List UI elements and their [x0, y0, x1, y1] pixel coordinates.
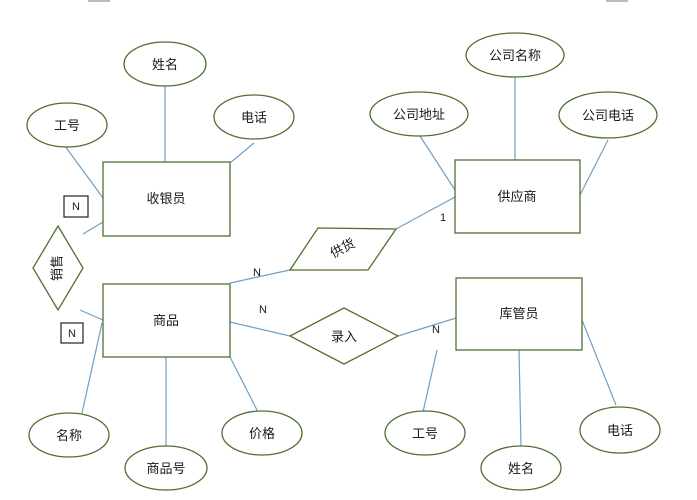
entity-supplier: 供应商 — [454, 159, 581, 234]
card-supply-goods: N — [253, 267, 261, 279]
entity-supplier-label: 供应商 — [497, 189, 536, 205]
attr-cashier-id: 工号 — [26, 102, 108, 148]
card-sell-cashier-label: N — [72, 201, 80, 213]
rel-sell-label: 销售 — [50, 255, 66, 281]
attr-supplier-phone-label: 公司电话 — [582, 109, 634, 124]
attr-cashier-name: 姓名 — [123, 41, 207, 87]
edge-supply-supplier — [395, 196, 456, 230]
edge-supplier-address — [419, 135, 456, 191]
attr-cashier-phone: 电话 — [213, 94, 295, 140]
edge-cashier-id — [64, 145, 104, 199]
edge-goods-name — [81, 322, 103, 414]
attr-keeper-id-label: 工号 — [412, 427, 438, 442]
attr-keeper-phone-label: 电话 — [607, 424, 633, 439]
edge-supply-goods — [229, 269, 291, 284]
attr-supplier-address: 公司地址 — [369, 91, 469, 137]
attr-goods-name: 名称 — [28, 412, 110, 458]
edge-keeper-phone — [581, 319, 617, 406]
entity-warehouse-keeper-label: 库管员 — [499, 306, 538, 322]
attr-goods-price: 价格 — [221, 410, 303, 456]
attr-cashier-name-label: 姓名 — [152, 57, 178, 73]
rel-supply: 供货 — [288, 227, 398, 271]
edge-keeper-name — [518, 349, 522, 448]
edge-keeper-id — [422, 349, 438, 413]
attr-goods-price-label: 价格 — [249, 426, 275, 442]
attr-keeper-phone: 电话 — [579, 406, 661, 454]
attr-supplier-name-label: 公司名称 — [489, 48, 541, 64]
attr-keeper-name-label: 姓名 — [508, 461, 534, 477]
connectors — [64, 76, 617, 448]
card-sell-goods-label: N — [68, 328, 76, 340]
entity-goods: 商品 — [102, 283, 231, 358]
card-sell-cashier: N — [63, 195, 89, 218]
attr-supplier-phone: 公司电话 — [558, 91, 658, 139]
attr-keeper-name: 姓名 — [480, 445, 562, 491]
entity-cashier: 收银员 — [102, 161, 231, 237]
edge-record-keeper — [397, 317, 457, 337]
card-sell-goods: N — [60, 322, 84, 344]
attr-goods-no-label: 商品号 — [146, 462, 185, 477]
edge-record-goods — [229, 321, 291, 337]
entity-warehouse-keeper: 库管员 — [455, 277, 583, 351]
rel-record: 录入 — [288, 307, 400, 365]
attr-goods-name-label: 名称 — [56, 428, 82, 444]
edge-sell-goods — [79, 309, 104, 321]
edge-supplier-phone — [579, 139, 609, 196]
rel-record-label: 录入 — [331, 330, 357, 345]
attr-cashier-id-label: 工号 — [54, 119, 80, 134]
card-record-keeper: N — [432, 324, 440, 336]
attr-cashier-phone-label: 电话 — [241, 111, 267, 126]
entity-goods-label: 商品 — [153, 314, 179, 329]
edge-cashier-phone — [229, 142, 255, 164]
attr-keeper-id: 工号 — [384, 410, 466, 456]
card-record-goods: N — [259, 304, 267, 316]
card-supply-supplier: 1 — [440, 212, 446, 224]
edge-goods-price — [229, 356, 259, 413]
attr-supplier-address-label: 公司地址 — [393, 108, 445, 123]
rel-sell: 销售 — [32, 224, 84, 312]
attr-supplier-name: 公司名称 — [465, 32, 565, 78]
attr-goods-no: 商品号 — [124, 445, 208, 491]
entity-cashier-label: 收银员 — [146, 192, 185, 207]
edge-sell-cashier — [82, 221, 104, 235]
